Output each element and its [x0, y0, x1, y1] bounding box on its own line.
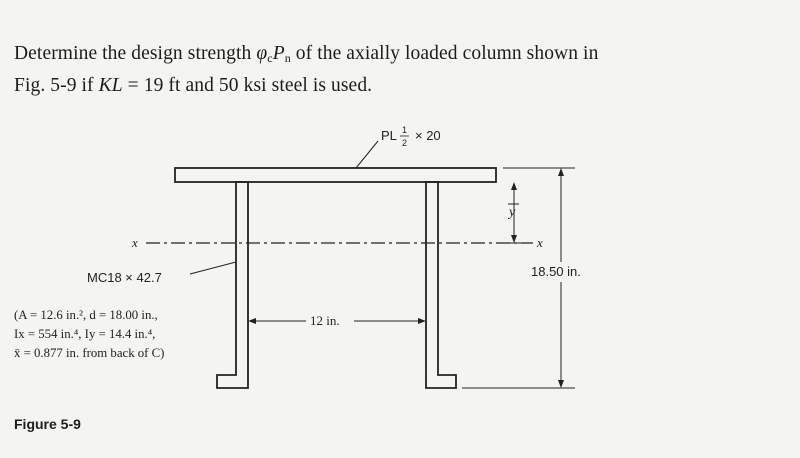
ybar-arrow-bottom — [511, 235, 517, 243]
phi-subscript: c — [267, 51, 273, 65]
props-line-3: x̄ = 0.877 in. from back of C) — [14, 346, 165, 360]
spacing-arrow-left — [248, 318, 256, 324]
p-symbol: P — [272, 43, 285, 64]
plate-fraction-denominator: 2 — [402, 138, 407, 148]
height-dimension-label: 18.50 in. — [531, 264, 581, 279]
problem-text-c: Fig. 5-9 if — [14, 75, 99, 96]
right-channel — [425, 181, 457, 389]
props-line-1: (A = 12.6 in.², d = 18.00 in., — [14, 308, 158, 322]
problem-statement: Determine the design strength φcPn of th… — [14, 40, 789, 99]
channel-properties: (A = 12.6 in.², d = 18.00 in., Ix = 554 … — [14, 306, 164, 363]
plate-label-suffix: × 20 — [415, 128, 441, 143]
channel-label: MC18 × 42.7 — [87, 270, 162, 285]
problem-text-d: = 19 ft and 50 ksi steel is used. — [122, 75, 373, 96]
ybar-label: y — [507, 205, 516, 220]
props-line-2: Ix = 554 in.⁴, Iy = 14.4 in.⁴, — [14, 327, 156, 341]
problem-text-a: Determine the design strength — [14, 43, 257, 64]
channel-leader — [189, 261, 237, 275]
plate-label-prefix: PL — [381, 128, 397, 143]
kl-symbol: KL — [98, 75, 123, 96]
phi-symbol: φ — [256, 43, 268, 64]
x-axis-label-right: x — [536, 235, 543, 250]
problem-line-2: Fig. 5-9 if KL = 19 ft and 50 ksi steel … — [14, 72, 789, 99]
problem-line-1: Determine the design strength φcPn of th… — [14, 40, 789, 72]
cover-plate — [174, 167, 497, 183]
spacing-dimension-label: 12 in. — [310, 313, 340, 328]
plate-leader — [355, 140, 379, 169]
left-channel — [216, 181, 249, 389]
plate-fraction-numerator: 1 — [402, 125, 407, 135]
x-axis-label-left: x — [131, 235, 138, 250]
problem-text-b: of the axially loaded column shown in — [290, 43, 599, 64]
p-subscript: n — [284, 51, 291, 65]
ybar-arrow-top — [511, 182, 517, 190]
figure-caption: Figure 5-9 — [14, 416, 81, 432]
spacing-arrow-right — [418, 318, 426, 324]
height-arrow-top — [558, 168, 564, 176]
height-arrow-bottom — [558, 380, 564, 388]
